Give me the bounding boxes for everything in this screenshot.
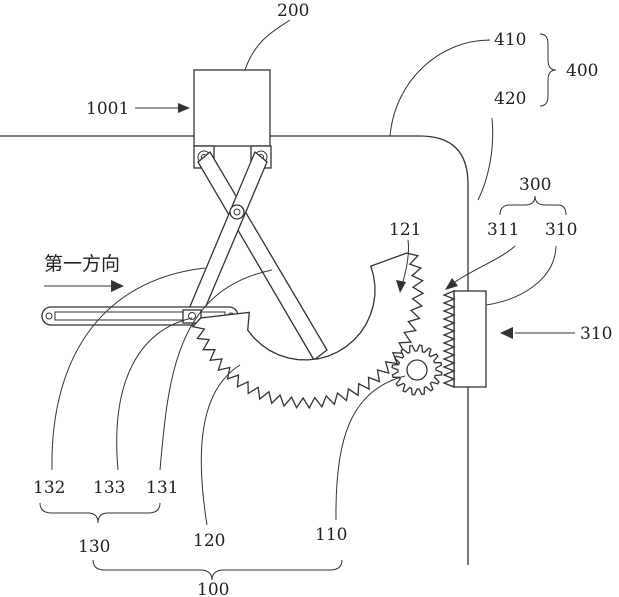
leader-311 — [447, 245, 516, 288]
leader-200 — [244, 19, 291, 71]
arrow-310b-head — [500, 327, 513, 339]
label-310-top: 310 — [545, 220, 577, 240]
label-133: 133 — [93, 478, 125, 498]
link-131 — [197, 151, 328, 361]
label-121: 121 — [389, 220, 421, 240]
label-131: 131 — [146, 478, 178, 498]
leader-310a — [485, 245, 557, 306]
label-132: 132 — [33, 478, 65, 498]
label-410: 410 — [494, 30, 526, 50]
leader-110 — [335, 375, 406, 521]
label-130: 130 — [78, 537, 110, 557]
leader-410 — [389, 39, 491, 137]
slider-133 — [182, 309, 202, 324]
leader-420 — [477, 117, 494, 201]
brace-100 — [92, 559, 343, 581]
label-400: 400 — [566, 61, 598, 81]
component-200-box — [193, 69, 271, 147]
label-300: 300 — [519, 175, 551, 195]
rack-block-310 — [453, 290, 487, 388]
rail-left-pin — [45, 312, 53, 320]
arrow-121-head — [396, 280, 406, 293]
label-311: 311 — [487, 220, 519, 240]
rack-311 — [442, 290, 456, 388]
label-1001: 1001 — [86, 99, 129, 119]
center-pivot-pin — [233, 208, 241, 216]
label-200: 200 — [277, 1, 309, 21]
label-120: 120 — [193, 531, 225, 551]
direction-arrow-head — [111, 280, 124, 292]
label-420: 420 — [494, 89, 526, 109]
label-direction: 第一方向 — [44, 253, 120, 275]
leader-132 — [51, 267, 206, 471]
housing-outline — [0, 135, 469, 565]
brace-300 — [499, 195, 567, 216]
arrow-1001-head — [178, 103, 190, 113]
arrow-311-head — [445, 278, 458, 290]
brace-400 — [539, 33, 557, 107]
brace-130 — [39, 502, 161, 524]
slider-pin — [188, 312, 196, 320]
sector-gear-120 — [191, 252, 425, 410]
gear-110-hub — [406, 359, 428, 381]
label-310-right: 310 — [580, 324, 612, 344]
leader-120 — [200, 364, 241, 526]
center-pivot — [229, 204, 245, 220]
leader-131 — [159, 269, 273, 471]
label-110: 110 — [315, 525, 347, 545]
label-100: 100 — [197, 580, 229, 597]
leader-133 — [116, 317, 193, 471]
